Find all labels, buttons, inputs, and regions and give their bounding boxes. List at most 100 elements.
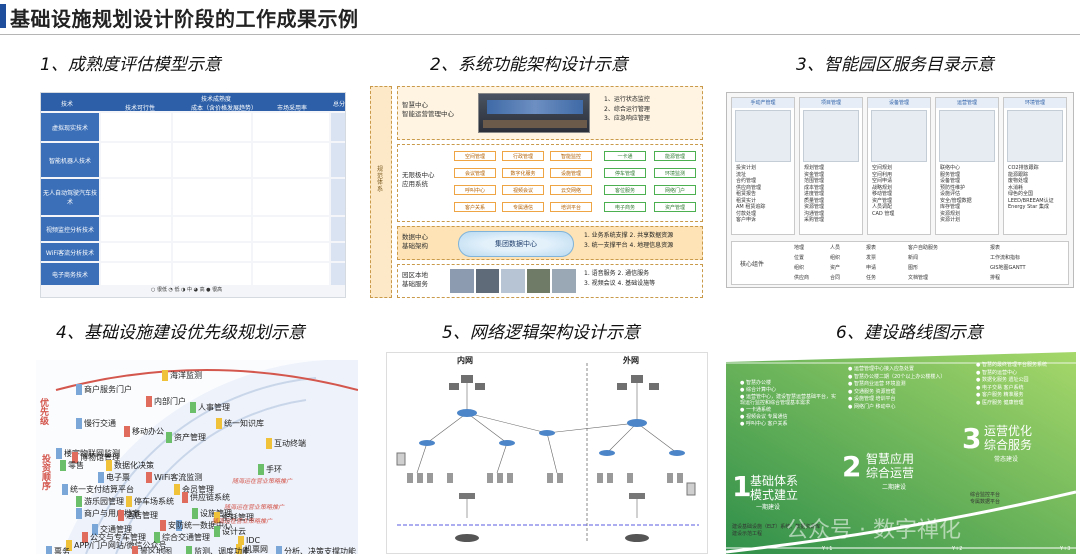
project-tag: 分析、决策支撑功能 <box>276 546 358 554</box>
core-components-label: 核心组件 <box>740 259 764 268</box>
phase3-list: ● 智慧的最终管理平台服务系统● 智慧的运营中心● 数据化服务 遗址公园● 电子… <box>976 362 1074 407</box>
axis-tick: Y+3 <box>1060 546 1070 552</box>
project-tag: 安防 <box>160 520 186 531</box>
core-component: 供应商 <box>794 274 824 284</box>
catalog-item: 采购管理 <box>804 217 858 224</box>
axis-tick: Y+1 <box>822 546 832 552</box>
caption-maturity-model: 1、成熟度评估模型示意 <box>40 50 221 75</box>
row-label: 智能机器人技术 <box>41 143 99 177</box>
data-center-list: 1. 业务系统支撑 2. 共享数据资源 3. 统一支撑平台 4. 地理信息资源 <box>584 231 673 250</box>
roadmap-item: ● 智慧办公楼 <box>740 380 838 387</box>
priority-plan-diagram: 优先级 投资顺序 海洋监测商户服务门户内部门户人事管理统一知识库慢行交通移动办公… <box>36 360 358 554</box>
core-component: 资产 <box>830 264 860 274</box>
title-accent-bar <box>0 4 6 28</box>
roadmap-item: ● 交通服务 资源管理 <box>848 389 958 397</box>
project-tag: 人事管理 <box>190 402 232 413</box>
roadmap-item: ● 一卡通系统 <box>740 407 838 414</box>
project-tag: 电子票 <box>98 472 132 483</box>
phase-title: 运营优化 综合服务 <box>984 424 1032 453</box>
application-block: 无限极中心 应用系统 空间管理行政管理智能监控一卡通能源管理会议管理数字化服务设… <box>397 144 703 222</box>
catalog-items: 投资计划流址合约管理供应商管理租赁报告租赁实计AM 租赁追踪付款处理客户申诉 <box>732 164 794 225</box>
axis-label-priority: 优先级 <box>40 400 50 427</box>
core-component: 任务 <box>866 274 902 284</box>
core-component: 组织 <box>830 254 860 264</box>
watermark: 公众号 · 数字禅化 <box>786 512 961 544</box>
system-architecture-diagram: 规范体系 智慧中心 智能运营管理中心 1、运行状态监控 2、综合运行管理 3、应… <box>370 86 705 300</box>
header-cost: 成本（含价格发展趋势） <box>191 103 257 112</box>
table-header: 技术 技术成熟度 技术可行性 成本（含价格发展趋势） 市场采用率 总分 <box>41 93 346 111</box>
core-components: 核心组件 地理人员报表客户自助服务报表位置组织发票新闻工作流和指标组织资产申请图… <box>731 241 1069 285</box>
module-screenshot <box>871 110 927 162</box>
module-screenshot <box>1007 110 1063 162</box>
smart-center-block: 智慧中心 智能运营管理中心 1、运行状态监控 2、综合运行管理 3、应急响应管理 <box>397 86 703 140</box>
phase-title: 智慧应用 综合运营 <box>866 452 914 481</box>
table-row: 虚拟现实技术 <box>41 113 346 141</box>
roadmap-item: ● 智慧的最终管理平台服务系统 <box>976 362 1074 370</box>
application-chip: 客户关系 <box>454 202 496 212</box>
application-chip: 智能监控 <box>550 151 592 161</box>
maturity-model-table: 技术 技术成熟度 技术可行性 成本（含价格发展趋势） 市场采用率 总分 虚拟现实… <box>40 92 346 298</box>
roadmap-item: ● 客户服务 精准服务 <box>976 392 1074 400</box>
application-chip: 资产管理 <box>654 202 696 212</box>
application-chip: 停车管理 <box>604 168 646 178</box>
core-component: 人员 <box>830 244 860 254</box>
catalog-items: CO2排放跟踪能源跟踪废物处理水消耗绿色的全国LEED/BREEAM认证Ener… <box>1004 164 1066 212</box>
core-component: 排程 <box>990 274 1074 284</box>
score-cell <box>331 263 345 285</box>
header-feasibility: 技术可行性 <box>125 103 155 112</box>
project-tag: IDC <box>238 536 262 545</box>
phase-subtitle: 常态建设 <box>994 454 1018 463</box>
core-component: 报表 <box>866 244 902 254</box>
roadmap-item: ● 运营管中心，建设智慧运营基础平台，实现运行监控和综合管理基本需求 <box>740 394 838 408</box>
catalog-item: 资源计划 <box>940 217 994 224</box>
project-tag: 移动办公 <box>124 426 166 437</box>
score-cell <box>331 179 345 215</box>
core-component: 新闻 <box>908 254 984 264</box>
project-tag: 慢行交通 <box>76 418 118 429</box>
application-chip: 环境监测 <box>654 168 696 178</box>
core-component: GIS地图GANTT <box>990 264 1074 274</box>
project-tag: WiFi客流监测 <box>146 472 204 483</box>
application-chip: 培训平台 <box>550 202 592 212</box>
block-label: 基础服务 <box>402 280 428 289</box>
project-tag: 监测、调度功能 <box>186 546 252 554</box>
maturity-legend: ○ 很低 ◔ 低 ◑ 中 ◕ 高 ● 很高 <box>151 286 222 293</box>
block-label: 园区本地 <box>402 271 428 280</box>
page-header: 基础设施规划设计阶段的工作成果示例 <box>0 0 1080 38</box>
roadmap-item: ● 网络门户 移动中心 <box>848 404 958 412</box>
caption-roadmap: 6、建设路线图示意 <box>836 318 983 343</box>
header-maturity: 技术成熟度 <box>201 94 231 103</box>
application-chip: 会议管理 <box>454 168 496 178</box>
core-component: 客户自助服务 <box>908 244 984 254</box>
catalog-items: 联络中心服务管理设备管理预防性维护设施评估安全/管理数据库存管理资源规划资源计划 <box>936 164 998 225</box>
catalog-column-title: 手动产管理 <box>732 98 794 108</box>
bottom-right-list: 综合监控平台 专属数据平台 <box>970 492 1000 506</box>
application-chip: 云交网络 <box>550 185 592 195</box>
application-chip: 一卡通 <box>604 151 646 161</box>
core-component: 地理 <box>794 244 824 254</box>
control-room-photo <box>478 93 590 133</box>
application-chip: 客位服务 <box>604 185 646 195</box>
project-tag: 商户服务门户 <box>76 384 134 395</box>
roadmap-item: ● 数据化服务 遗址公园 <box>976 377 1074 385</box>
block-label: 数据中心 <box>402 233 428 242</box>
project-tag: 数据化决策 <box>106 460 156 471</box>
application-chip: 网络门户 <box>654 185 696 195</box>
core-component: 工作流和指标 <box>990 254 1074 264</box>
catalog-column-title: 运营管理 <box>936 98 998 108</box>
roadmap-item: ● 电子交易 客户系统 <box>976 385 1074 393</box>
core-component: 发票 <box>866 254 902 264</box>
title-rule <box>0 34 1080 35</box>
roadmap-item: ● 呼叫中心 客户关系 <box>740 421 838 428</box>
core-component: 位置 <box>794 254 824 264</box>
axis-tick: Y+2 <box>952 546 962 552</box>
roadmap-item: ● 智慧商业运营 环境监测 <box>848 381 958 389</box>
row-label: 电子商务技术 <box>41 263 99 285</box>
row-label: 虚拟现实技术 <box>41 113 99 141</box>
phase-title: 基础体系 模式建立 <box>750 474 798 503</box>
module-screenshot <box>735 110 791 162</box>
phase-subtitle: 一期建设 <box>756 502 780 511</box>
catalog-item: Energy Star 集成 <box>1008 204 1062 211</box>
